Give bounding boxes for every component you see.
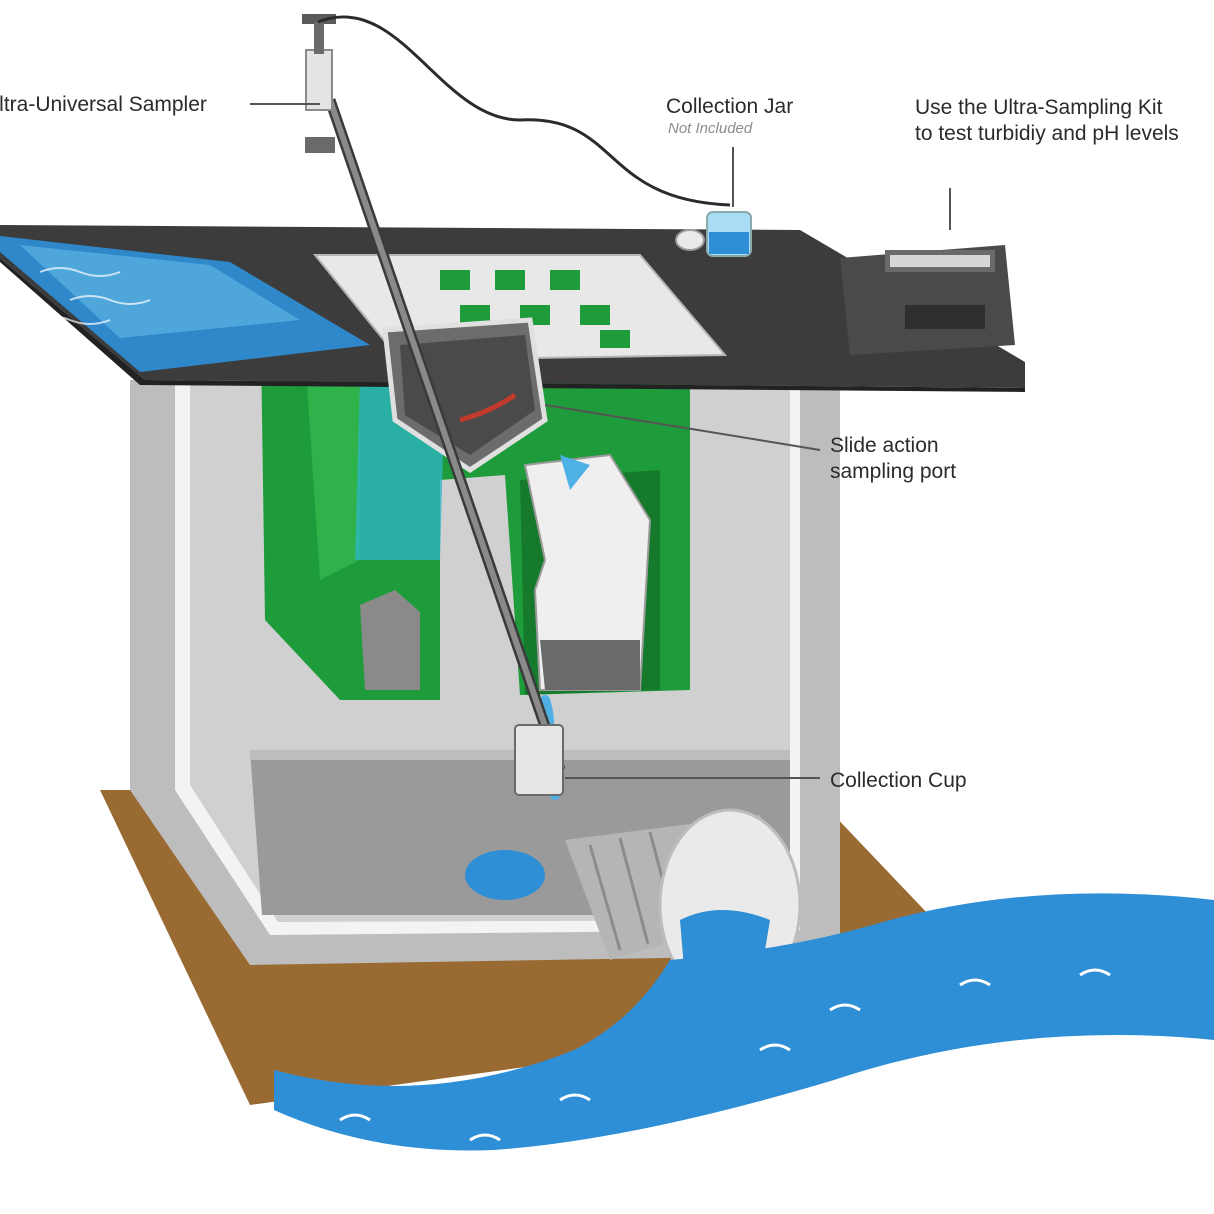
sampling-port <box>382 317 548 474</box>
collection-cup <box>514 724 564 796</box>
label-sampling-port: Slide action sampling port <box>830 433 956 485</box>
label-sampling-kit: Use the Ultra-Sampling Kit to test turbi… <box>915 95 1179 147</box>
label-port-line2: sampling port <box>830 460 957 483</box>
label-port-line1: Slide action <box>830 434 939 457</box>
debris-pile <box>360 590 420 690</box>
outflow-water <box>274 893 1214 1151</box>
label-sampler: Ultra-Universal Sampler <box>0 93 207 116</box>
sampler-pole <box>302 14 731 796</box>
sampling-kit-case <box>840 245 1015 355</box>
label-jar-note: Not Included <box>668 120 753 137</box>
collection-jar <box>675 211 752 257</box>
label-kit-line1: Use the Ultra-Sampling Kit <box>915 96 1163 119</box>
label-kit-line2: to test turbidiy and pH levels <box>915 122 1179 145</box>
leader-lines <box>250 103 951 779</box>
label-collection-jar: Collection Jar <box>666 95 794 118</box>
label-collection-cup: Collection Cup <box>830 769 967 792</box>
